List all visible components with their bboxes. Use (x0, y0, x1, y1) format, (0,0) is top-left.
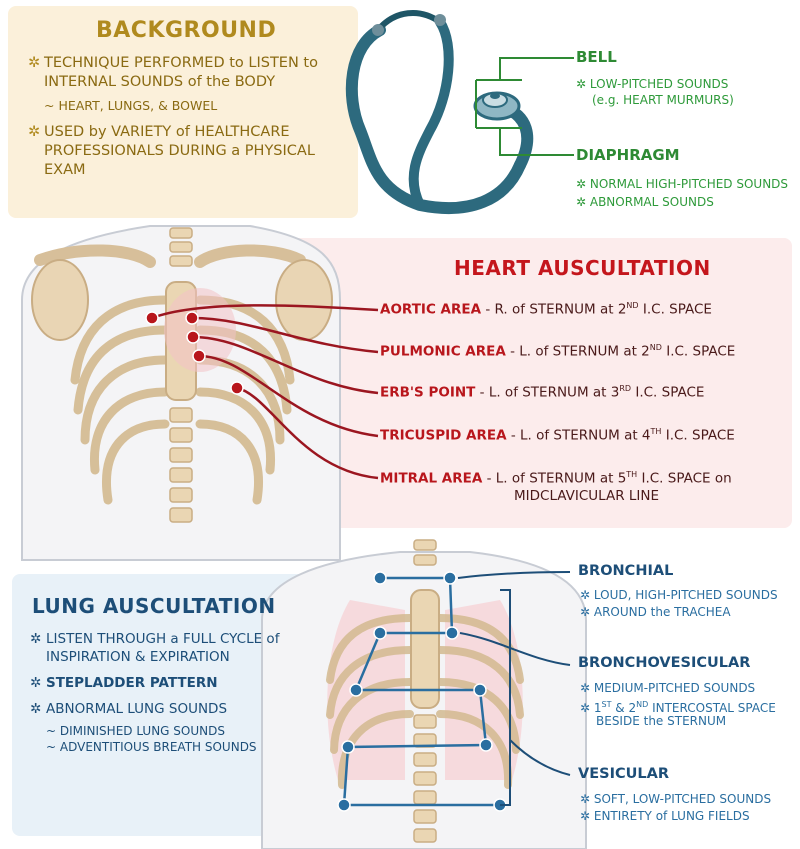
bronchovesicular-description-1: ✲ MEDIUM-PITCHED SOUNDS (580, 681, 756, 695)
heart-auscultation-points (145, 311, 244, 395)
background-title: BACKGROUND (96, 18, 277, 43)
mitral-area-label: MITRAL AREA - L. of STERNUM at 5TH I.C. … (380, 470, 732, 487)
bronchial-title: BRONCHIAL (578, 563, 674, 579)
stethoscope-icon (345, 9, 534, 214)
asterisk-icon: ✲ (30, 675, 42, 691)
lung-auscultation-title: LUNG AUSCULTATION (32, 594, 276, 618)
background-item: ✲USED by VARIETY of HEALTHCARE PROFESSIO… (28, 124, 315, 178)
asterisk-icon: ✲ (28, 55, 41, 71)
bell-description-2: (e.g. HEART MURMURS) (592, 93, 734, 107)
lung-subitem: ~ DIMINISHED LUNG SOUNDS (46, 724, 225, 738)
bronchovesicular-description-2: ✲ 1ST & 2ND INTERCOSTAL SPACE (580, 700, 776, 715)
lung-item: ✲ABNORMAL LUNG SOUNDS (30, 701, 228, 717)
background-list: ✲TECHNIQUE PERFORMED to LISTEN to INTERN… (28, 54, 348, 184)
pulmonic-area-label: PULMONIC AREA - L. of STERNUM at 2ND I.C… (380, 343, 736, 360)
aortic-area-label: AORTIC AREA - R. of STERNUM at 2ND I.C. … (380, 301, 712, 318)
lung-subitem: ~ ADVENTITIOUS BREATH SOUNDS (46, 740, 257, 754)
mitral-area-label-line-2: MIDCLAVICULAR LINE (514, 488, 660, 504)
background-item: ✲TECHNIQUE PERFORMED to LISTEN to INTERN… (28, 55, 318, 90)
diaphragm-description-2: ✲ ABNORMAL SOUNDS (576, 195, 714, 209)
asterisk-icon: ✲ (30, 631, 42, 647)
vesicular-description-1: ✲ SOFT, LOW-PITCHED SOUNDS (580, 792, 772, 806)
erbs-point-label: ERB'S POINT - L. of STERNUM at 3RD I.C. … (380, 384, 705, 401)
upper-torso-illustration (21, 225, 341, 561)
lung-torso-illustration (261, 539, 587, 849)
asterisk-icon: ✲ (28, 124, 41, 140)
vesicular-description-2: ✲ ENTIRETY of LUNG FIELDS (580, 809, 750, 823)
diaphragm-title: DIAPHRAGM (576, 146, 680, 164)
bronchovesicular-description-3: BESIDE the STERNUM (596, 714, 727, 728)
diaphragm-description-1: ✲ NORMAL HIGH-PITCHED SOUNDS (576, 177, 789, 191)
background-subitem: ~ HEART, LUNGS, & BOWEL (44, 98, 218, 113)
lung-leader-lines (457, 571, 571, 806)
lung-item: ✲LISTEN THROUGH a FULL CYCLE of INSPIRAT… (30, 631, 280, 665)
stepladder-pattern-arrows (342, 576, 500, 807)
background-panel (8, 6, 358, 218)
tricuspid-area-label: TRICUSPID AREA - L. of STERNUM at 4TH I.… (380, 427, 735, 444)
bell-description-1: ✲ LOW-PITCHED SOUNDS (576, 77, 729, 91)
bell-title: BELL (576, 48, 617, 66)
vesicular-title: VESICULAR (578, 766, 670, 782)
bronchial-description-2: ✲ AROUND the TRACHEA (580, 605, 731, 619)
heart-auscultation-panel (280, 238, 792, 528)
bronchovesicular-title: BRONCHOVESICULAR (578, 655, 751, 671)
asterisk-icon: ✲ (30, 701, 42, 717)
lung-item: ✲STEPLADDER PATTERN (30, 675, 218, 691)
bronchial-description-1: ✲ LOUD, HIGH-PITCHED SOUNDS (580, 588, 778, 602)
heart-auscultation-title: HEART AUSCULTATION (454, 256, 711, 280)
lung-auscultation-list: ✲LISTEN THROUGH a FULL CYCLE of INSPIRAT… (30, 630, 305, 758)
heart-leader-lines (151, 304, 379, 480)
